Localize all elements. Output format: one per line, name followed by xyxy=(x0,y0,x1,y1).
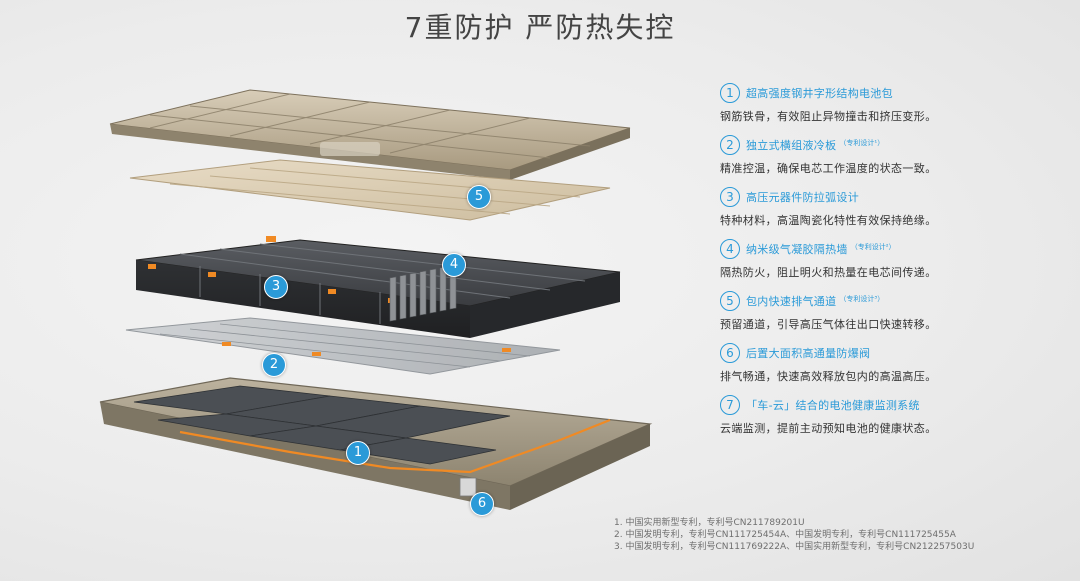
feature-title: 独立式横组液冷板 xyxy=(746,139,837,152)
feature-item-2: 2 独立式横组液冷板 （专利设计¹） 精准控温，确保电芯工作温度的状态一致。 xyxy=(720,134,1070,186)
feature-description: 隔热防火，阻止明火和热量在电芯间传递。 xyxy=(720,266,937,279)
battery-pack-illustration: 5 3 4 2 1 6 xyxy=(90,80,690,560)
battery-pack-drawing xyxy=(99,89,653,510)
feature-title: 高压元器件防拉弧设计 xyxy=(746,191,859,204)
marker-3: 3 xyxy=(264,275,288,299)
feature-patent-note: （专利设计²） xyxy=(850,243,896,251)
battery-module-layer xyxy=(135,236,621,338)
feature-title: 纳米级气凝胶隔热墙 xyxy=(746,243,848,256)
footnote-1: 1. 中国实用新型专利，专利号CN211789201U xyxy=(614,518,805,528)
feature-title: 后置大面积高通量防爆阀 xyxy=(746,347,871,360)
top-lid xyxy=(109,89,631,180)
footnote-2: 2. 中国发明专利，专利号CN111725454A、中国发明专利，专利号CN11… xyxy=(614,530,956,540)
marker-6: 6 xyxy=(470,492,494,516)
steel-frame-tray xyxy=(99,377,653,510)
feature-item-6: 6 后置大面积高通量防爆阀 排气畅通，快速高效释放包内的高温高压。 xyxy=(720,342,1070,394)
exhaust-channel-plate xyxy=(129,159,611,221)
marker-1: 1 xyxy=(346,441,370,465)
feature-patent-note: （专利设计³） xyxy=(839,295,885,303)
feature-number: 2 xyxy=(720,135,740,155)
marker-4: 4 xyxy=(442,253,466,277)
feature-description: 精准控温，确保电芯工作温度的状态一致。 xyxy=(720,162,937,175)
feature-item-1: 1 超高强度钢井字形结构电池包 钢筋铁骨，有效阻止异物撞击和挤压变形。 xyxy=(720,82,1070,134)
page-title: 7重防护 严防热失控 xyxy=(404,11,676,44)
feature-title: 包内快速排气通道 xyxy=(746,295,837,308)
feature-item-5: 5 包内快速排气通道 （专利设计³） 预留通道，引导高压气体往出口快速转移。 xyxy=(720,290,1070,342)
marker-5: 5 xyxy=(467,185,491,209)
marker-2: 2 xyxy=(262,353,286,377)
feature-list: 1 超高强度钢井字形结构电池包 钢筋铁骨，有效阻止异物撞击和挤压变形。 2 独立… xyxy=(720,82,1070,446)
feature-number: 6 xyxy=(720,343,740,363)
feature-item-4: 4 纳米级气凝胶隔热墙 （专利设计²） 隔热防火，阻止明火和热量在电芯间传递。 xyxy=(720,238,1070,290)
feature-patent-note: （专利设计¹） xyxy=(839,139,885,147)
patent-footnotes: 1. 中国实用新型专利，专利号CN211789201U 2. 中国发明专利，专利… xyxy=(614,517,1074,553)
feature-number: 7 xyxy=(720,395,740,415)
feature-number: 1 xyxy=(720,83,740,103)
liquid-cooling-plates xyxy=(125,317,561,375)
feature-title: 超高强度钢井字形结构电池包 xyxy=(746,87,893,100)
feature-number: 3 xyxy=(720,187,740,207)
feature-description: 排气畅通，快速高效释放包内的高温高压。 xyxy=(720,370,937,383)
feature-number: 5 xyxy=(720,291,740,311)
feature-description: 钢筋铁骨，有效阻止异物撞击和挤压变形。 xyxy=(720,110,937,123)
footnote-3: 3. 中国发明专利，专利号CN111769222A、中国实用新型专利，专利号CN… xyxy=(614,542,975,552)
feature-description: 预留通道，引导高压气体往出口快速转移。 xyxy=(720,318,937,331)
feature-description: 云端监测，提前主动预知电池的健康状态。 xyxy=(720,422,937,435)
feature-title: 「车-云」结合的电池健康监测系统 xyxy=(746,399,920,412)
feature-number: 4 xyxy=(720,239,740,259)
feature-item-3: 3 高压元器件防拉弧设计 特种材料，高温陶瓷化特性有效保持绝缘。 xyxy=(720,186,1070,238)
feature-description: 特种材料，高温陶瓷化特性有效保持绝缘。 xyxy=(720,214,937,227)
feature-item-7: 7 「车-云」结合的电池健康监测系统 云端监测，提前主动预知电池的健康状态。 xyxy=(720,394,1070,446)
